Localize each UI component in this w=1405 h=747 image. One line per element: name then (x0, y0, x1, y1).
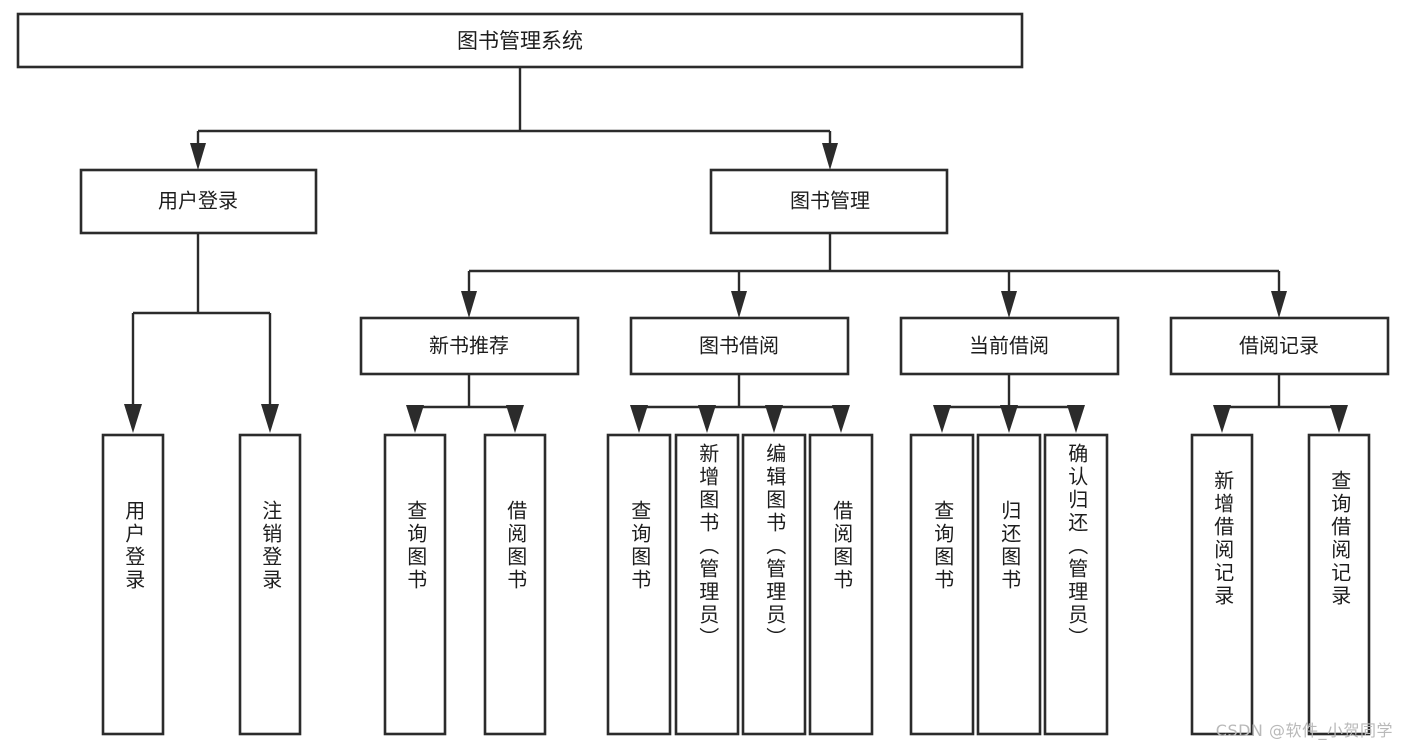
connector-group-root (190, 67, 838, 170)
node-current-borrow-label: 当前借阅 (969, 334, 1049, 358)
node-borrow-records-label: 借阅记录 (1239, 334, 1319, 358)
leaf-box-book-borrow-2[interactable] (674, 433, 740, 736)
leaf-box-book-borrow-1[interactable] (606, 433, 672, 736)
arrow-borrow-leaf4 (832, 405, 850, 433)
arrow-bookmgmt-current (1001, 291, 1017, 318)
leaf-box-new-book-2[interactable] (483, 433, 547, 736)
node-new-book-recommend[interactable]: 新书推荐 (359, 316, 580, 376)
leaf-box-book-borrow-4[interactable] (808, 433, 874, 736)
connector-group-current (933, 374, 1085, 433)
arrow-current-leaf2 (1000, 405, 1018, 433)
leaf-box-current-borrow-2[interactable] (976, 433, 1042, 736)
connector-group-records (1213, 374, 1348, 433)
csdn-watermark: CSDN @软件_小贺同学 (1215, 721, 1393, 740)
arrow-borrow-leaf3 (765, 405, 783, 433)
node-user-login-box[interactable] (79, 168, 318, 235)
arrow-bookmgmt-records (1271, 291, 1287, 318)
arrow-userlogin-leaf2 (261, 404, 279, 433)
leaf-box-current-borrow-3[interactable] (1043, 433, 1109, 736)
node-root-box[interactable] (16, 12, 1024, 69)
node-book-management-label: 图书管理 (790, 189, 870, 213)
arrow-root-to-bookmgmt (822, 143, 838, 170)
arrow-records-leaf1 (1213, 405, 1231, 433)
leaf-box-user-login-1[interactable] (101, 433, 165, 736)
leaf-box-new-book-1[interactable] (383, 433, 447, 736)
arrow-current-leaf1 (933, 405, 951, 433)
node-user-login[interactable]: 用户登录 (79, 168, 318, 235)
connector-group-bookmgmt (461, 233, 1287, 318)
node-book-borrow[interactable]: 图书借阅 (629, 316, 850, 376)
node-root-label: 图书管理系统 (457, 29, 583, 53)
arrow-current-leaf3 (1067, 405, 1085, 433)
node-book-borrow-label: 图书借阅 (699, 334, 779, 358)
connector-group-borrow (630, 374, 850, 433)
leaf-box-borrow-records-2[interactable] (1307, 433, 1371, 736)
leaf-box-borrow-records-1[interactable] (1190, 433, 1254, 736)
arrow-bookmgmt-newbook (461, 291, 477, 318)
node-current-borrow[interactable]: 当前借阅 (899, 316, 1120, 376)
node-book-borrow-box[interactable] (629, 316, 850, 376)
node-new-book-recommend-label: 新书推荐 (429, 334, 509, 358)
arrow-bookmgmt-borrow (731, 291, 747, 318)
node-book-management-box[interactable] (709, 168, 949, 235)
node-user-login-label: 用户登录 (158, 189, 238, 213)
leaf-box-book-borrow-3[interactable] (741, 433, 807, 736)
node-borrow-records-box[interactable] (1169, 316, 1390, 376)
arrow-borrow-leaf2 (698, 405, 716, 433)
node-book-management[interactable]: 图书管理 (709, 168, 949, 235)
arrow-newbook-leaf2 (506, 405, 524, 433)
node-root[interactable]: 图书管理系统 (16, 12, 1024, 69)
leaf-box-user-login-2[interactable] (238, 433, 302, 736)
arrow-root-to-userlogin (190, 143, 206, 170)
arrow-userlogin-leaf1 (124, 404, 142, 433)
node-borrow-records[interactable]: 借阅记录 (1169, 316, 1390, 376)
leaf-box-current-borrow-1[interactable] (909, 433, 975, 736)
arrow-records-leaf2 (1330, 405, 1348, 433)
node-current-borrow-box[interactable] (899, 316, 1120, 376)
connector-group-newbook (406, 374, 524, 433)
node-new-book-recommend-box[interactable] (359, 316, 580, 376)
arrow-newbook-leaf1 (406, 405, 424, 433)
connector-group-userlogin (124, 233, 279, 433)
arrow-borrow-leaf1 (630, 405, 648, 433)
